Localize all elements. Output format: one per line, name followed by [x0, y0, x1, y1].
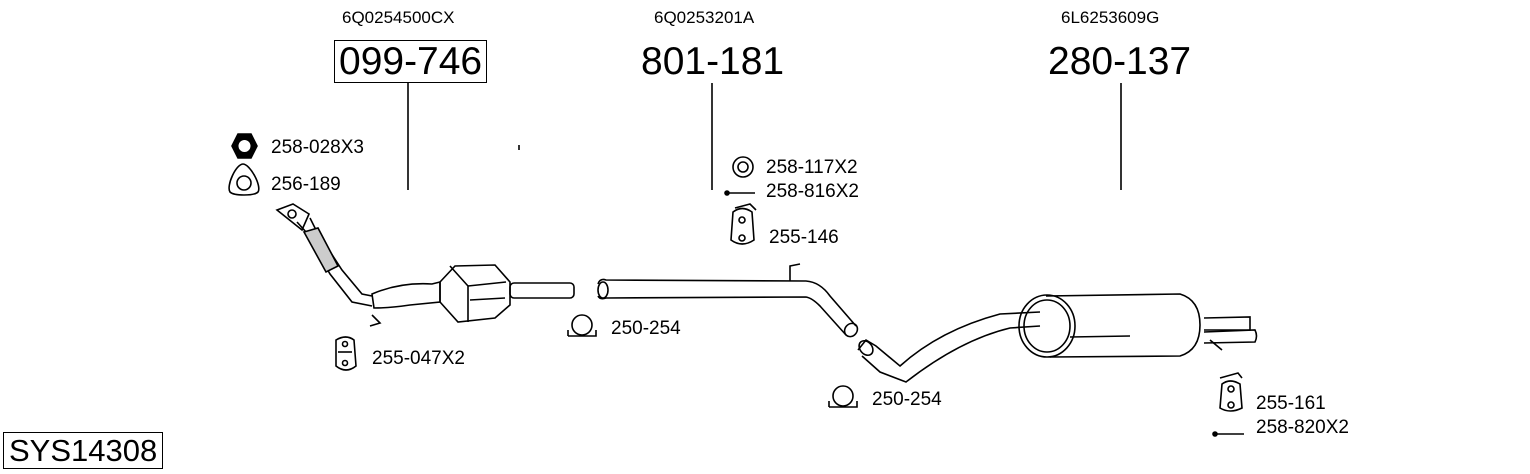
label-hanger-mid[interactable]: 255-146 [769, 227, 839, 248]
system-id: SYS14308 [3, 432, 164, 469]
oe-number-1: 6Q0254500CX [342, 8, 455, 27]
part-number-1[interactable]: 099-746 [334, 40, 488, 83]
ring-icon [732, 156, 754, 178]
middle-pipe-801-181[interactable] [597, 263, 860, 339]
label-bolt-mid[interactable]: 258-816X2 [766, 181, 859, 202]
label-clamp-front[interactable]: 250-254 [611, 318, 681, 339]
label-gasket[interactable]: 256-189 [271, 174, 341, 195]
nut-icon [231, 133, 258, 159]
label-nut[interactable]: 258-028X3 [271, 137, 364, 158]
part-number-3[interactable]: 280-137 [1048, 40, 1192, 83]
gasket-icon [228, 163, 260, 196]
clamp-icon-rear [828, 385, 858, 408]
rear-muffler-280-137[interactable] [856, 293, 1258, 383]
oe-number-3: 6L6253609G [1061, 8, 1160, 27]
clamp-icon-front [567, 314, 597, 337]
label-ring[interactable]: 258-117X2 [766, 157, 858, 178]
part-number-2[interactable]: 801-181 [641, 40, 785, 83]
hanger-icon-255-047 [335, 336, 357, 371]
label-hanger-front[interactable]: 255-047X2 [372, 348, 465, 369]
bolt-icon-mid [724, 190, 755, 196]
bolt-icon-rear [1212, 431, 1244, 437]
label-hanger-rear[interactable]: 255-161 [1256, 393, 1326, 414]
oe-number-2: 6Q0253201A [654, 8, 755, 27]
catalytic-converter-099-746[interactable] [275, 203, 575, 327]
hanger-icon-255-146 [730, 203, 757, 245]
hanger-icon-255-161 [1219, 372, 1243, 412]
label-clamp-rear[interactable]: 250-254 [872, 389, 942, 410]
label-bolt-rear[interactable]: 258-820X2 [1256, 417, 1349, 438]
